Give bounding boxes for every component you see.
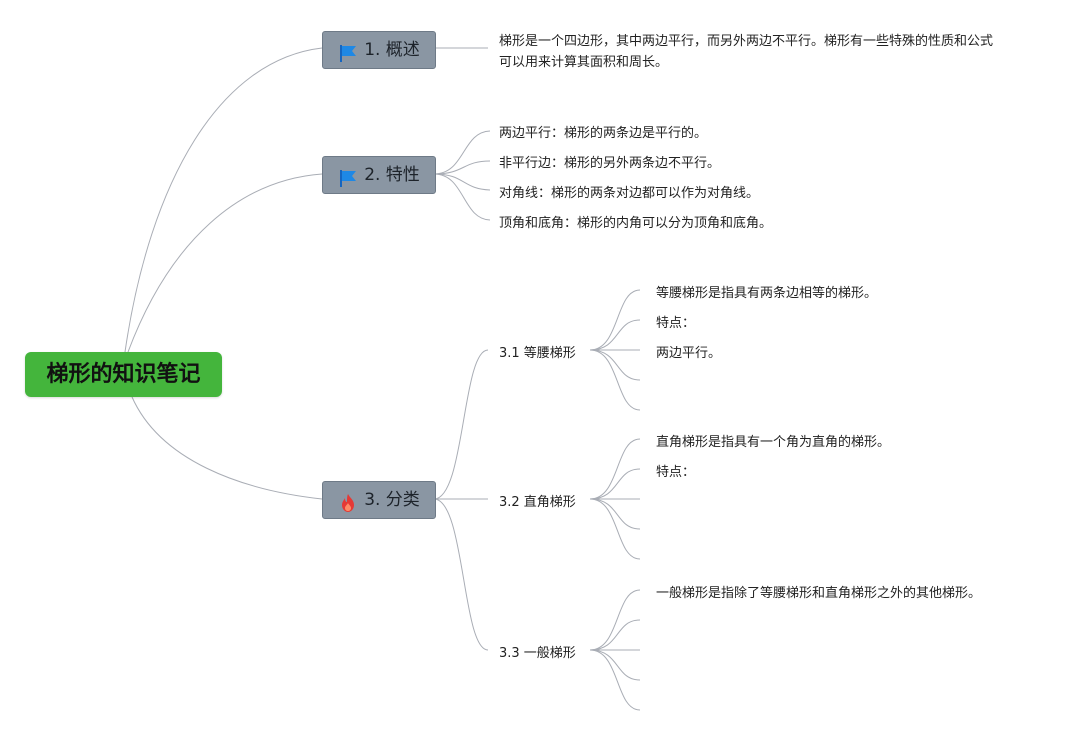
topic-properties[interactable]: 2. 特性	[322, 156, 436, 194]
category-item: 一般梯形是指除了等腰梯形和直角梯形之外的其他梯形。	[656, 586, 982, 601]
property-item: 对角线：梯形的两条对边都可以作为对角线。	[499, 186, 760, 201]
category-item: 两边平行。	[656, 346, 722, 361]
topic-label: 1. 概述	[364, 40, 420, 60]
category-item: 特点：	[656, 316, 696, 331]
topic-label: 2. 特性	[364, 165, 420, 185]
topic-overview[interactable]: 1. 概述	[322, 31, 436, 69]
flag-icon	[338, 165, 358, 187]
root-topic[interactable]: 梯形的知识笔记	[25, 352, 222, 397]
link-root-categories	[131, 396, 323, 500]
property-item: 两边平行：梯形的两条边是平行的。	[499, 126, 708, 141]
category-item: 特点：	[656, 465, 696, 480]
topic-categories[interactable]: 3. 分类	[322, 481, 436, 519]
category-right[interactable]: 3.2 直角梯形	[499, 495, 576, 510]
fire-icon	[338, 490, 358, 512]
property-item: 顶角和底角：梯形的内角可以分为顶角和底角。	[499, 216, 773, 231]
category-item: 等腰梯形是指具有两条边相等的梯形。	[656, 286, 878, 301]
category-general[interactable]: 3.3 一般梯形	[499, 646, 576, 661]
flag-icon	[338, 40, 358, 62]
property-item: 非平行边：梯形的另外两条边不平行。	[499, 156, 721, 171]
category-item: 直角梯形是指具有一个角为直角的梯形。	[656, 435, 891, 450]
category-isosceles[interactable]: 3.1 等腰梯形	[499, 346, 576, 361]
topic-label: 3. 分类	[364, 490, 420, 510]
overview-text: 梯形是一个四边形，其中两边平行，而另外两边不平行。梯形有一些特殊的性质和公式可以…	[499, 34, 994, 70]
link-root-properties	[127, 173, 323, 353]
link-root-overview	[124, 47, 323, 353]
